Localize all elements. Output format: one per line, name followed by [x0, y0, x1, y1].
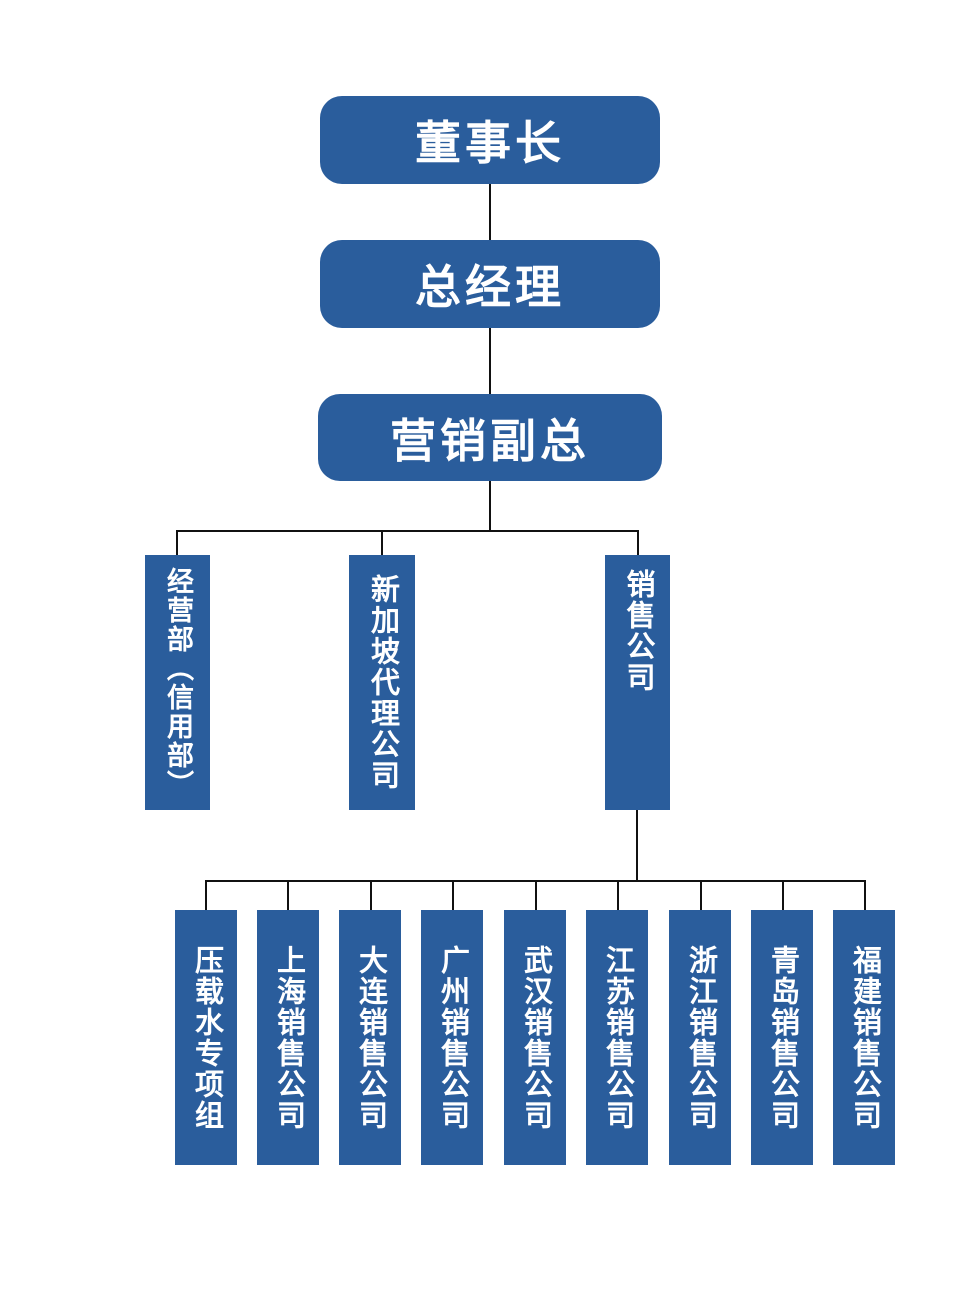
org-node-fujian-sales: 福建销售公司	[833, 910, 895, 1165]
connector-drop-branch3	[370, 880, 372, 910]
org-node-shanghai-sales-label: 上海销售公司	[272, 944, 305, 1131]
org-node-guangzhou-sales-label: 广州销售公司	[436, 944, 469, 1131]
org-node-jiangsu-sales-label: 江苏销售公司	[601, 944, 634, 1131]
connector-drop-branch8	[782, 880, 784, 910]
org-node-dalian-sales-label: 大连销售公司	[354, 944, 387, 1131]
org-node-qingdao-sales-label: 青岛销售公司	[766, 944, 799, 1131]
org-node-wuhan-sales: 武汉销售公司	[504, 910, 566, 1165]
org-node-operations-dept: 经营部（信用部）	[145, 555, 210, 810]
connector-l2-l3	[489, 328, 491, 394]
connector-drop-branch7	[700, 880, 702, 910]
connector-l3-rail	[177, 530, 639, 532]
org-node-singapore-agency: 新加坡代理公司	[349, 555, 415, 810]
org-node-sales-company: 销售公司	[605, 555, 670, 810]
org-node-guangzhou-sales: 广州销售公司	[421, 910, 483, 1165]
connector-drop-branch1	[205, 880, 207, 910]
org-node-fujian-sales-label: 福建销售公司	[848, 944, 881, 1131]
org-node-dalian-sales: 大连销售公司	[339, 910, 401, 1165]
org-node-zhejiang-sales: 浙江销售公司	[669, 910, 731, 1165]
org-node-general-manager-label: 总经理	[415, 261, 565, 313]
org-node-shanghai-sales: 上海销售公司	[257, 910, 319, 1165]
org-node-singapore-agency-label: 新加坡代理公司	[366, 574, 399, 791]
connector-drop-branch6	[617, 880, 619, 910]
org-node-qingdao-sales: 青岛销售公司	[751, 910, 813, 1165]
connector-l1-l2	[489, 184, 491, 240]
org-node-zhejiang-sales-label: 浙江销售公司	[684, 944, 717, 1131]
connector-drop-dept3	[637, 530, 639, 556]
org-node-marketing-vp: 营销副总	[318, 394, 662, 481]
org-node-ballast-water-group: 压载水专项组	[175, 910, 237, 1165]
connector-drop-dept1	[176, 530, 178, 556]
connector-drop-dept2	[381, 530, 383, 556]
org-node-chairman: 董事长	[320, 96, 660, 184]
org-node-operations-dept-label: 经营部（信用部）	[163, 566, 193, 799]
org-node-general-manager: 总经理	[320, 240, 660, 328]
org-node-wuhan-sales-label: 武汉销售公司	[519, 944, 552, 1131]
org-node-sales-company-label: 销售公司	[622, 569, 654, 693]
org-node-marketing-vp-label: 营销副总	[390, 414, 590, 467]
org-node-ballast-water-group-label: 压载水专项组	[190, 944, 223, 1131]
org-node-chairman-label: 董事长	[415, 117, 565, 169]
connector-drop-branch2	[287, 880, 289, 910]
connector-drop-branch5	[535, 880, 537, 910]
connector-l4-stem	[636, 810, 638, 880]
connector-drop-branch9	[864, 880, 866, 910]
org-node-jiangsu-sales: 江苏销售公司	[586, 910, 648, 1165]
connector-drop-branch4	[452, 880, 454, 910]
connector-l3-stem	[489, 481, 491, 531]
